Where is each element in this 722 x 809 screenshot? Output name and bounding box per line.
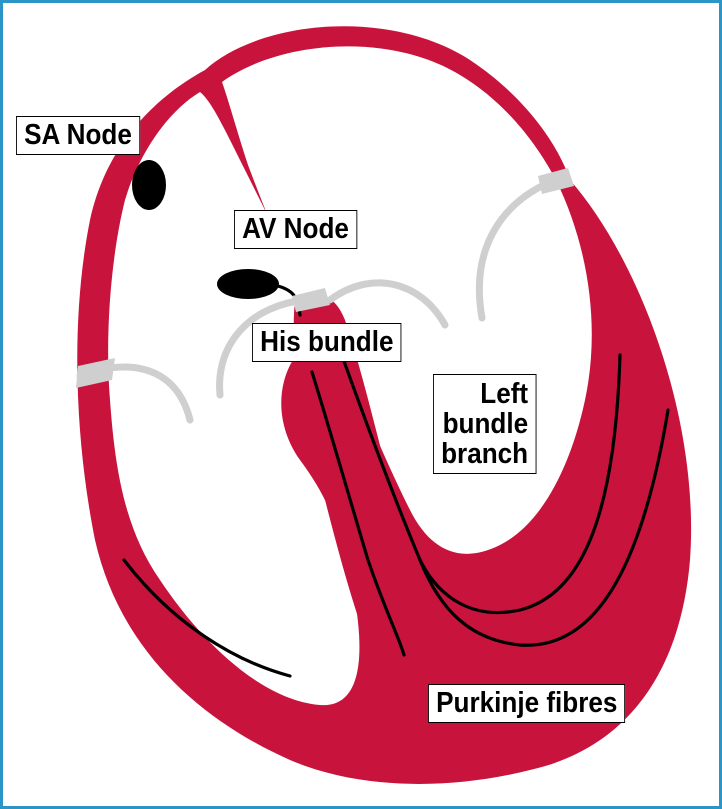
purkinje-fibre-line-right	[122, 558, 292, 678]
left-bundle-branch-line-3: branch	[441, 438, 529, 470]
right-chamber-cavity	[108, 92, 360, 706]
left-bundle-branch-label: Left bundle branch	[433, 374, 537, 474]
left-bundle-branch-line-2: bundle	[442, 408, 529, 440]
valve-ring-left	[76, 358, 115, 388]
tricuspid-valve-right-leaflet	[216, 296, 309, 399]
his-bundle-label: His bundle	[252, 323, 402, 362]
interventricular-septum	[293, 295, 470, 690]
sa-node-label: SA Node	[16, 116, 141, 155]
conduction-lines	[122, 284, 670, 678]
valve-rings	[76, 168, 574, 388]
sa-node-shape	[132, 160, 166, 210]
left-bundle-branch-line-1: Left	[480, 378, 529, 410]
purkinje-fibre-line-outer	[418, 408, 670, 647]
heart-valves	[76, 174, 564, 424]
mitral-valve-leaflet	[326, 279, 449, 329]
av-node-label: AV Node	[234, 210, 358, 249]
valve-ring-center	[292, 288, 330, 312]
av-node-shape	[217, 269, 279, 299]
purkinje-fibres-label: Purkinje fibres	[428, 684, 626, 723]
left-bundle-branch-line	[338, 348, 622, 615]
right-bundle-branch-line	[310, 370, 406, 657]
valve-ring-right	[538, 168, 574, 194]
aortic-valve-leaflet	[475, 174, 564, 322]
